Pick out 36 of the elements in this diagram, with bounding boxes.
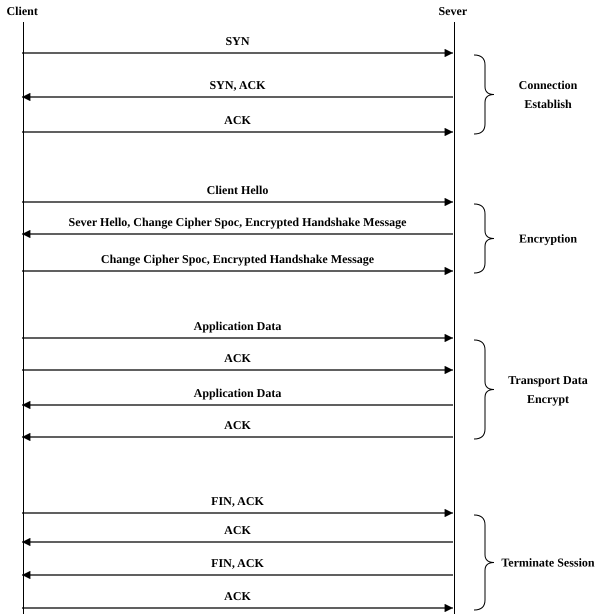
- arrow: [22, 266, 453, 276]
- arrow: [22, 538, 453, 546]
- arrow: [22, 334, 453, 342]
- edge-label: ACK: [224, 523, 251, 538]
- edge-label: Application Data: [194, 319, 282, 334]
- arrow: [22, 570, 453, 580]
- participant-lifeline: [6, 4, 38, 614]
- participant-label: Sever: [438, 4, 468, 18]
- edge-label: ACK: [224, 418, 251, 433]
- phase-label: Terminate Session: [500, 554, 596, 571]
- edge-label: Sever Hello, Change Cipher Spoc, Encrypted Handshake Message: [68, 215, 406, 230]
- edge-label: ACK: [224, 113, 251, 128]
- edge-label: ACK: [224, 589, 251, 604]
- participant-label: Client: [6, 4, 38, 18]
- edge-label: Application Data: [194, 386, 282, 401]
- arrow: [22, 508, 453, 518]
- arrow: [22, 604, 453, 612]
- phase-label: Connection Establish: [518, 76, 578, 112]
- participant-lifeline: [438, 4, 468, 614]
- edge-label: Client Hello: [206, 183, 268, 198]
- arrow: [22, 366, 453, 374]
- edge-label: FIN, ACK: [211, 556, 264, 571]
- edge-label: SYN, ACK: [210, 78, 266, 93]
- phase-label: Transport Data Encrypt: [507, 372, 589, 408]
- arrow: [22, 92, 453, 102]
- arrow: [22, 400, 453, 410]
- edge-label: SYN: [226, 34, 250, 49]
- phase-label: Encryption: [518, 230, 578, 248]
- arrow: [22, 230, 453, 238]
- arrow: [22, 128, 453, 136]
- arrow: [22, 198, 453, 206]
- edge-label: ACK: [224, 351, 251, 366]
- edge-label: FIN, ACK: [211, 494, 264, 509]
- edge-label: Change Cipher Spoc, Encrypted Handshake Message: [100, 252, 374, 267]
- arrow: [22, 432, 453, 442]
- arrow: [22, 48, 453, 58]
